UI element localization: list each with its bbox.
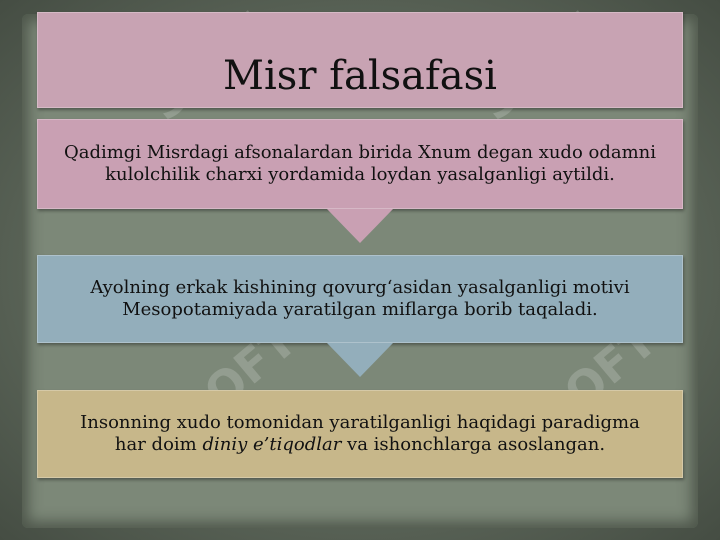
flow-step-3: Insonning xudo tomonidan yaratilganligi … [37, 390, 683, 478]
flow-step-2-text: Ayolning erkak kishining qovurg‘asidan y… [90, 277, 630, 320]
flow-step-3-text-italic: diniy e’tiqodlar [202, 434, 342, 455]
flow-step-3-text: Insonning xudo tomonidan yaratilganligi … [68, 412, 652, 456]
flow-step-1-text: Qadimgi Misrdagi afsonalardan birida Xnu… [63, 142, 657, 185]
slide-title: Misr falsafasi [223, 53, 497, 99]
slide-title-box: Misr falsafasi [37, 12, 683, 108]
flow-step-2: Ayolning erkak kishining qovurg‘asidan y… [37, 255, 683, 343]
flow-step-1: Qadimgi Misrdagi afsonalardan birida Xnu… [37, 119, 683, 209]
down-arrow-2 [327, 343, 393, 377]
flow-step-3-text-start: Insonning xudo tomonidan yaratilganligi … [80, 412, 640, 455]
flow-step-3-text-end: va ishonchlarga asoslangan. [341, 434, 606, 455]
down-arrow-1 [327, 209, 393, 243]
